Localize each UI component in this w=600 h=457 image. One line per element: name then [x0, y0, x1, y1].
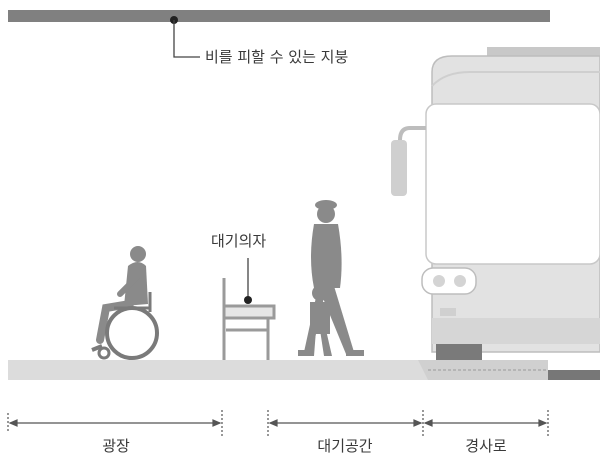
bus-headlight — [421, 267, 477, 295]
segment-label-ramp: 경사로 — [465, 437, 507, 455]
roof-bar — [8, 10, 550, 22]
bus — [391, 47, 600, 368]
dimension-arrows — [7, 410, 549, 436]
bench-label: 대기의자 — [211, 232, 266, 250]
child-figure — [306, 285, 332, 356]
ground-platform — [8, 360, 548, 380]
wheelchair-user-figure — [91, 246, 159, 360]
road-curb — [548, 370, 600, 380]
segment-label-plaza: 광장 — [102, 437, 130, 455]
side-mirror — [391, 140, 407, 196]
wheelchair-wheel — [105, 306, 159, 360]
adult-figure — [298, 200, 364, 356]
bench-leader — [244, 258, 252, 304]
segment-label-waiting-area: 대기공간 — [317, 437, 372, 455]
roof-label: 비를 피할 수 있는 지붕 — [205, 48, 348, 66]
roof-leader — [170, 16, 200, 58]
waiting-bench — [222, 278, 276, 360]
